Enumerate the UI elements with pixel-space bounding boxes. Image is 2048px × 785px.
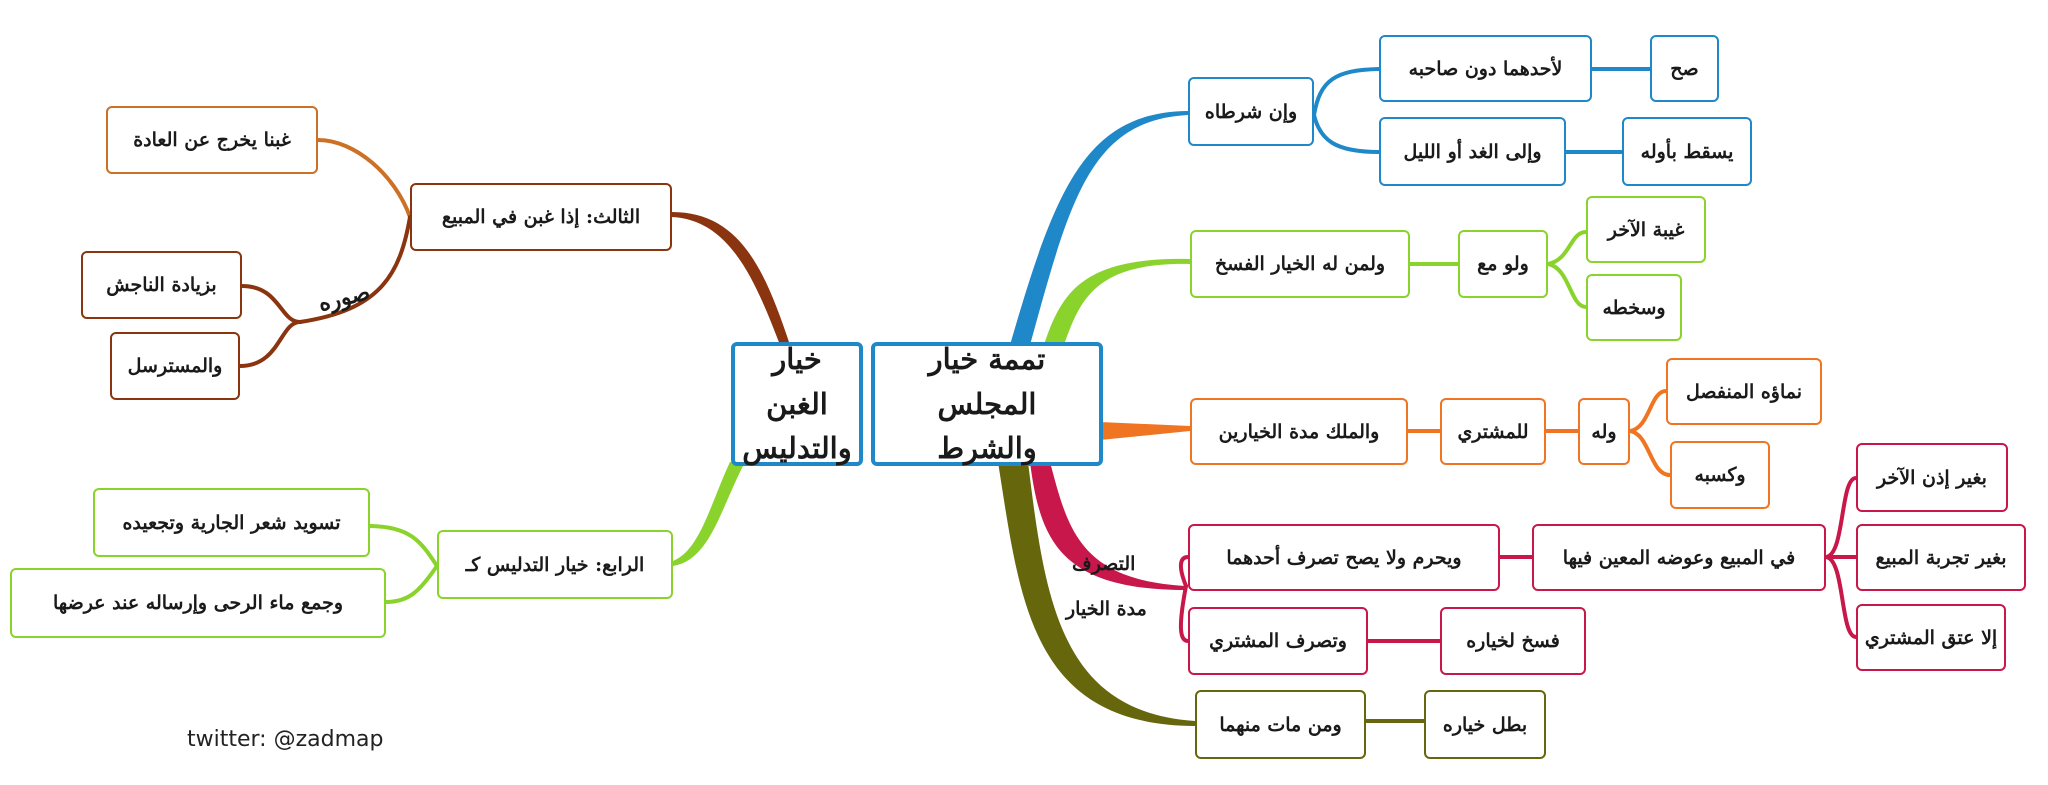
node-wa-lahu: وله: [1578, 398, 1630, 465]
node-li-ahadihima: لأحدهما دون صاحبه: [1379, 35, 1592, 102]
node-sah: صح: [1650, 35, 1719, 102]
node-ghaybat-alakhar: غيبة الآخر: [1586, 196, 1706, 263]
node-namaouhu-almunfasil: نماؤه المنفصل: [1666, 358, 1822, 425]
node-wa-kasbuh: وكسبه: [1670, 441, 1770, 509]
node-wa-sakhatih: وسخطه: [1586, 274, 1682, 341]
twitter-handle: twitter: @zadmap: [187, 727, 384, 752]
branch-brown-main: [672, 212, 790, 345]
node-walmustarsil: والمسترسل: [110, 332, 240, 400]
node-fi-almabee: في المبيع وعوضه المعين فيها: [1532, 524, 1826, 591]
node-alrabi-tadlees: الرابع: خيار التدليس كـ: [437, 530, 673, 599]
node-biziyadat-alnajish: بزيادة الناجش: [81, 251, 242, 319]
node-wa-man-mata: ومن مات منهما: [1195, 690, 1366, 759]
node-lil-mushtari: للمشتري: [1440, 398, 1546, 465]
node-bighayr-tajribat: بغير تجربة المبيع: [1856, 524, 2026, 591]
branch-label-tasarruf: التصرف: [1072, 553, 1136, 575]
central-node-right: تممة خيار المجلس والشرط: [871, 342, 1103, 466]
branch-green-main: [1044, 258, 1190, 345]
node-batala-khiyaruh: بطل خياره: [1424, 690, 1546, 759]
node-wa-law-maa: ولو مع: [1458, 230, 1548, 298]
branch-orange-main: [1100, 422, 1190, 440]
node-illa-itq: إلا عتق المشتري: [1856, 604, 2006, 671]
node-faskh-likhiyarih: فسخ لخياره: [1440, 607, 1586, 675]
node-wa-in-shartah: وإن شرطاه: [1188, 77, 1314, 146]
node-yasqut-bi-awwalih: يسقط بأوله: [1622, 117, 1752, 186]
branch-blue-main: [1010, 111, 1188, 345]
node-wa-tasarruf-almushtari: وتصرف المشتري: [1188, 607, 1368, 675]
node-bighayr-idhn: بغير إذن الآخر: [1856, 443, 2008, 512]
node-wa-ila-alghad: وإلى الغد أو الليل: [1379, 117, 1566, 186]
node-wa-yahrum: ويحرم ولا يصح تصرف أحدهما: [1188, 524, 1500, 591]
branch-red-main: [1030, 462, 1186, 590]
node-wa-jam-maa: وجمع ماء الرحى وإرساله عند عرضها: [10, 568, 386, 638]
node-ghubnan-yakhruj: غبنا يخرج عن العادة: [106, 106, 318, 174]
node-taswid-shaar: تسويد شعر الجارية وتجعيده: [93, 488, 370, 557]
central-node-left: خيار الغبن والتدليس: [731, 342, 863, 466]
node-walmulk-muddat: والملك مدة الخيارين: [1190, 398, 1408, 465]
node-wa-liman-lahu-alkhiyar: ولمن له الخيار الفسخ: [1190, 230, 1410, 298]
node-althalith-ghubn: الثالث: إذا غبن في المبيع: [410, 183, 672, 251]
branch-label-muddat-alkhiyar: مدة الخيار: [1066, 598, 1147, 620]
branch-olive-main: [998, 462, 1195, 726]
branch-lime-main: [673, 462, 745, 566]
